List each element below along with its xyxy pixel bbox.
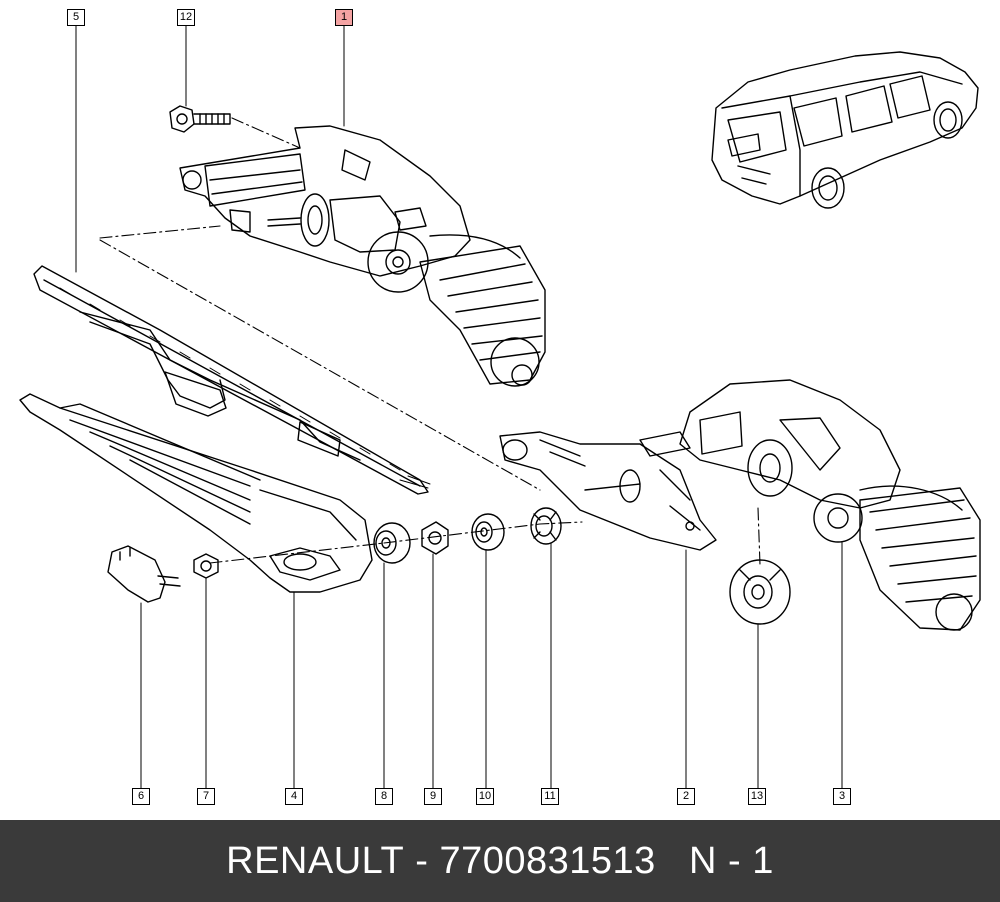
- callout-9: 9: [424, 788, 442, 805]
- callout-1: 1: [335, 9, 353, 26]
- callout-11: 11: [541, 788, 559, 805]
- part-4-wiper-arm: [19, 393, 373, 593]
- part-number: 7700831513: [439, 839, 656, 882]
- callout-12: 12: [177, 9, 195, 26]
- callout-4: 4: [285, 788, 303, 805]
- part-7-nut: [193, 553, 219, 579]
- callout-3: 3: [833, 788, 851, 805]
- callout-7: 7: [197, 788, 215, 805]
- car-illustration: [711, 51, 979, 209]
- brand-name: RENAULT: [226, 839, 405, 882]
- part-11-seal: [530, 507, 562, 545]
- part-6-cap: [107, 545, 181, 603]
- leader-lines: [75, 23, 843, 789]
- reference-code: N - 1: [689, 839, 774, 882]
- separator: -: [404, 839, 440, 882]
- part-5-wiper-blade: [33, 265, 431, 495]
- part-13-adapter: [729, 559, 791, 625]
- spacer: [656, 840, 689, 883]
- part-8-washer: [373, 522, 411, 564]
- part-3-motor-assembly: [639, 379, 981, 631]
- part-10-spacer: [471, 513, 505, 551]
- part-9-nut: [421, 521, 449, 555]
- guide-lines: [99, 117, 761, 566]
- part-number-banner: RENAULT - 7700831513 N - 1: [0, 820, 1000, 902]
- part-12-bolt: [169, 105, 231, 133]
- part-1-motor-assembly: [179, 125, 546, 387]
- callout-2: 2: [677, 788, 695, 805]
- callout-8: 8: [375, 788, 393, 805]
- callout-10: 10: [476, 788, 494, 805]
- callout-6: 6: [132, 788, 150, 805]
- callout-5: 5: [67, 9, 85, 26]
- part-2-bracket: [499, 431, 717, 551]
- exploded-parts-diagram: [19, 23, 981, 789]
- callout-13: 13: [748, 788, 766, 805]
